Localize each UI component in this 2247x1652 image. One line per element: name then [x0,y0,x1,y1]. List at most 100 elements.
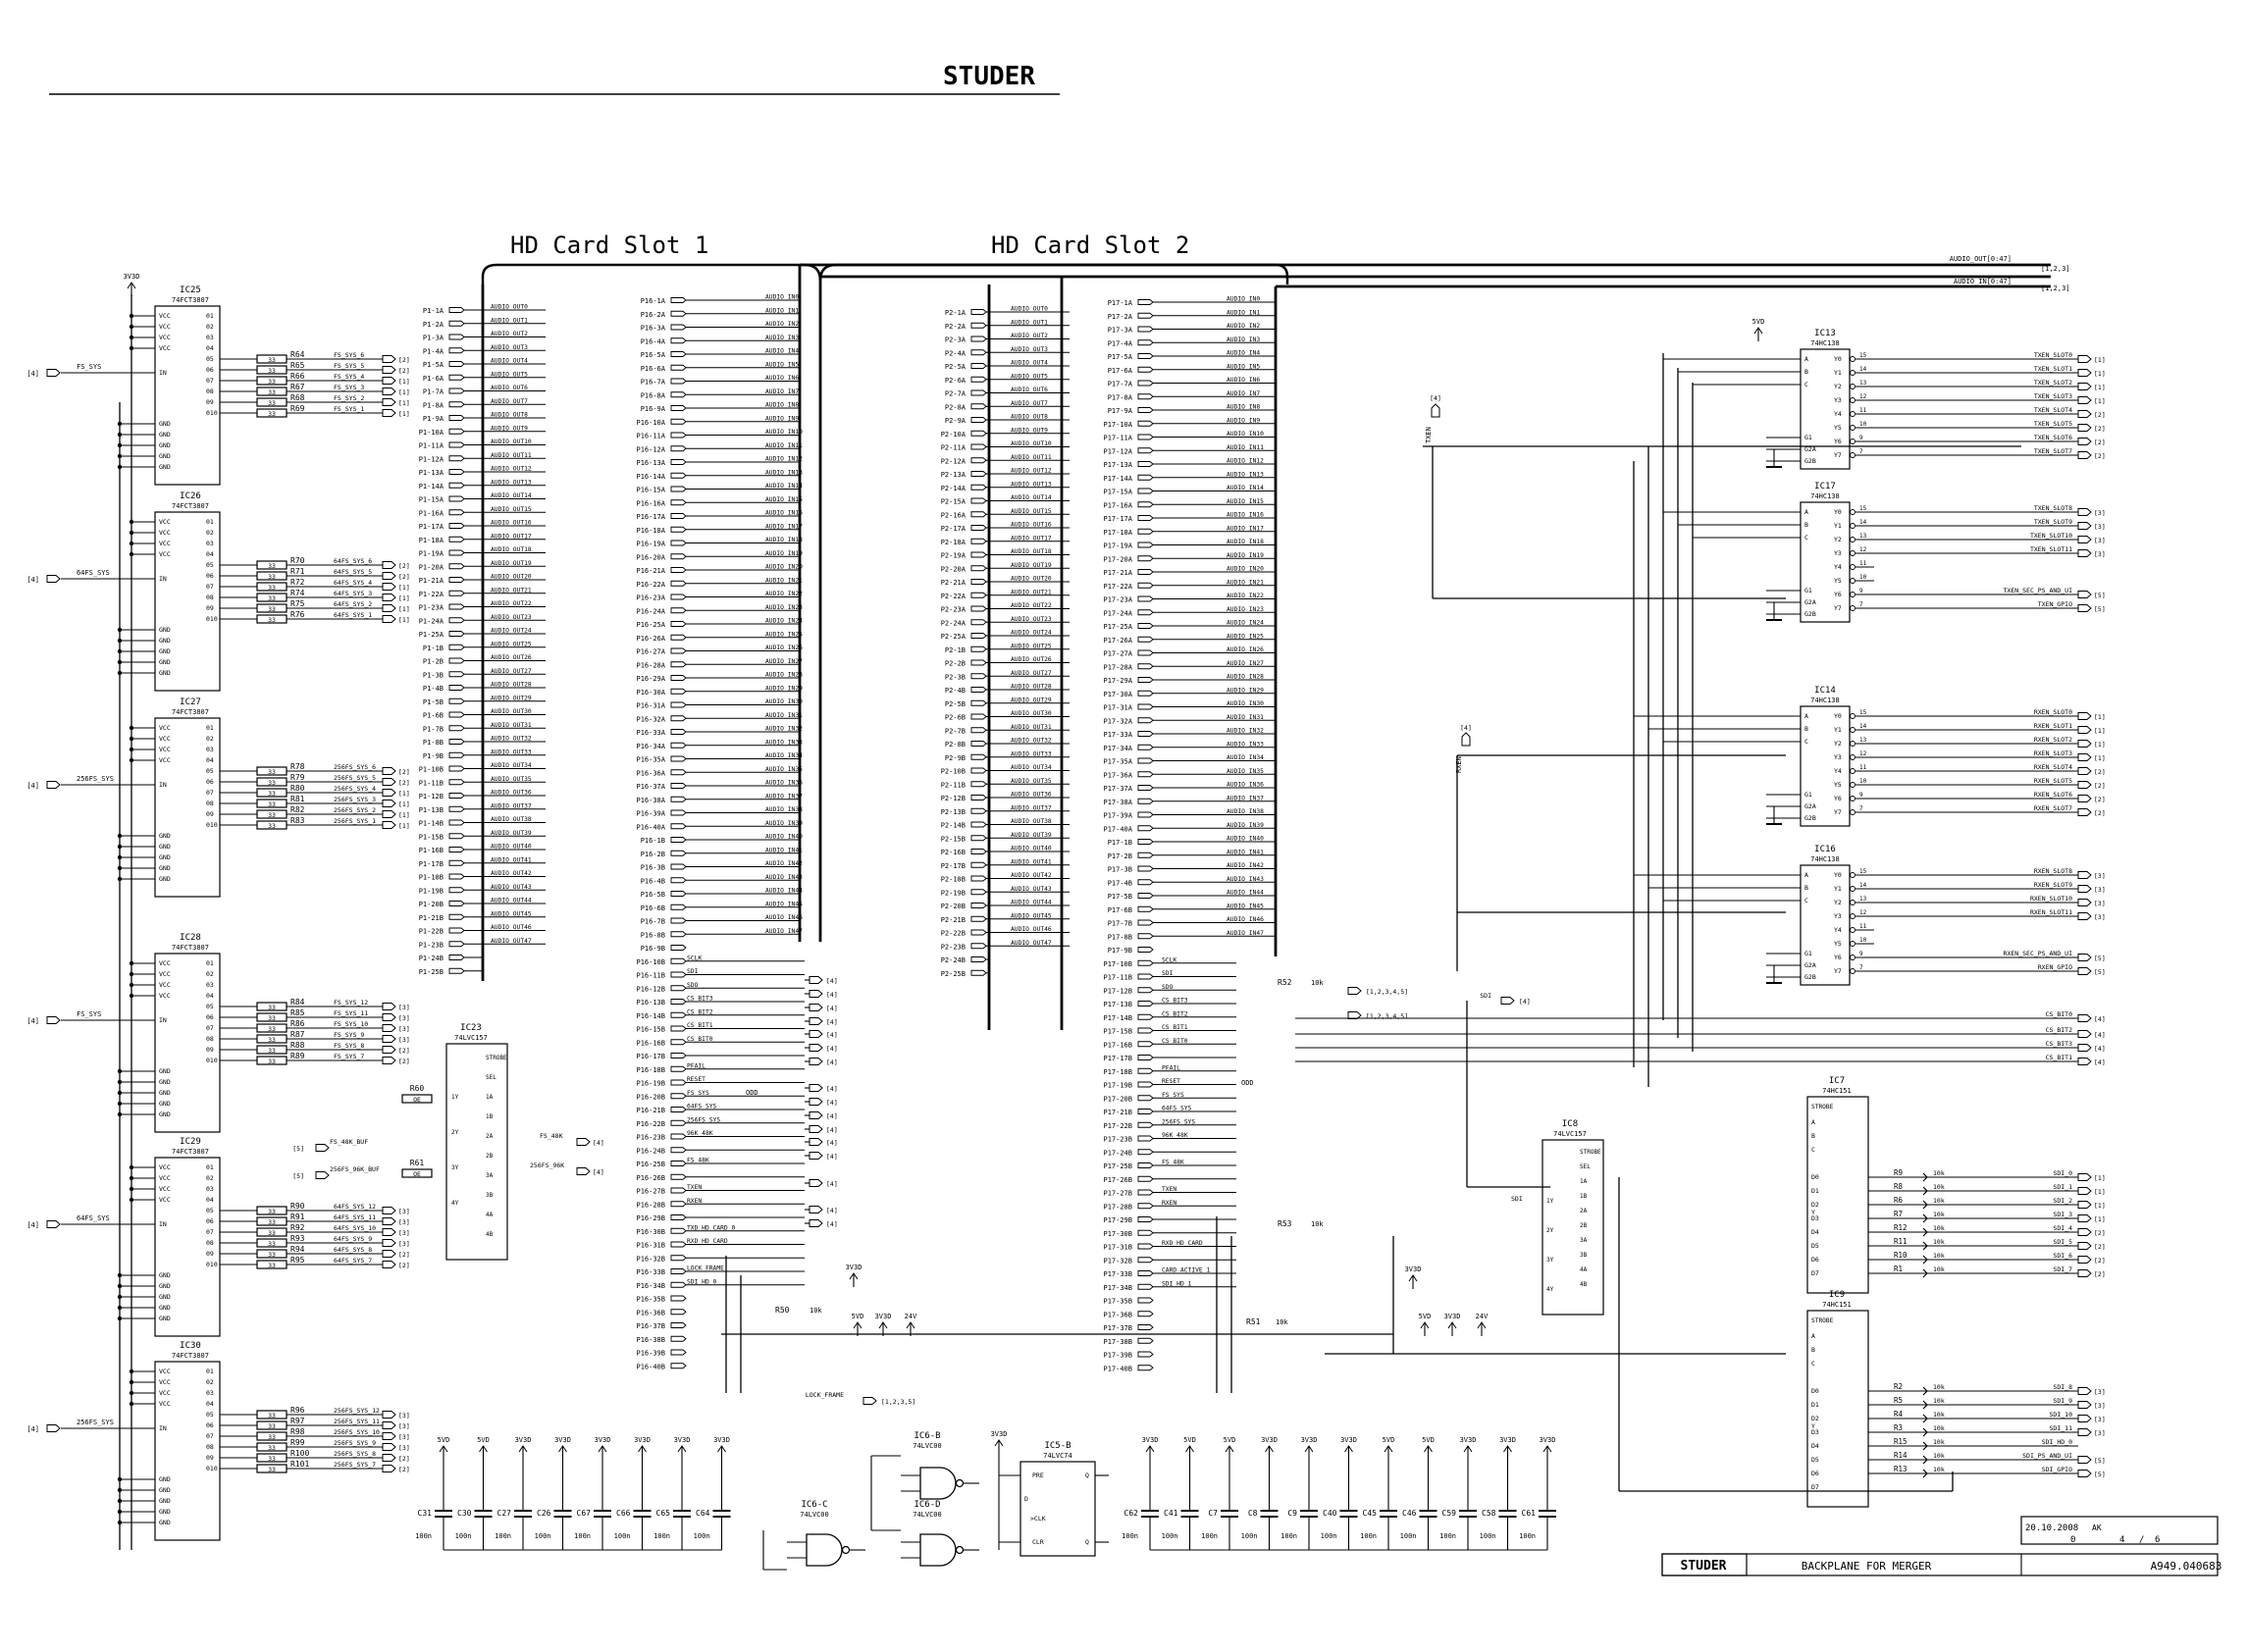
ctrl-port [809,976,823,984]
net-label: AUDIO_OUT5 [491,371,528,378]
connector-pin-shape [970,849,987,854]
resistor-refdes: R100 [290,1449,309,1458]
net-label: 256FS_SYS_6 [334,763,376,771]
resistor-refdes: R83 [290,816,305,825]
connector-pin: P17-35B [1103,1298,1132,1306]
connector-pin-shape [670,945,687,951]
output-port [2077,712,2092,720]
net-label: AUDIO_IN7 [765,388,799,395]
inversion-bubble [1850,941,1855,947]
ic-body [154,1361,221,1541]
connector-pin: P17-10B [1103,960,1132,968]
supply-arrow [1463,1445,1473,1453]
junction-dot [129,313,134,319]
supply-arrow [849,1272,859,1280]
resistor-value: 33 [268,605,276,613]
connector-pin: P1-19A [419,550,444,558]
resistor-value: 33 [268,1229,276,1237]
output-port [382,583,396,591]
connector-pin-shape [670,729,687,735]
output-port [382,800,396,807]
pin-number: 14 [1859,366,1867,373]
connector-pin-shape [448,955,465,960]
connector-pin-shape [448,765,465,772]
resistor-refdes: R78 [290,762,305,771]
pin-label: GND [159,626,171,634]
connector-pin: P2-3B [945,673,966,681]
pin-label: GND [159,1067,171,1075]
net-label: TXEN_SLOT0 [2034,351,2072,359]
net-label: AUDIO_IN16 [1227,512,1264,519]
connector-pin-shape [670,445,687,452]
net-label: AUDIO_OUT23 [491,614,532,621]
pin-label: Y3 [1834,753,1842,761]
connector-pin: P16-2A [641,311,666,319]
connector-pin: P16-21A [636,567,665,575]
pullup-resistor [1922,1386,1928,1396]
net-label: AUDIO_IN38 [765,806,803,813]
net-label: AUDIO_IN11 [1227,444,1264,451]
connector-pin: P2-4A [945,349,967,357]
connector-pin: P17-22B [1103,1122,1132,1130]
output-port [2077,1201,2092,1209]
pin-label: D7 [1811,1483,1819,1491]
net-label: FS_SYS_9 [334,1031,364,1039]
connector-pin-shape [1137,555,1154,562]
pin-label: VCC [159,1174,171,1182]
connector-pin: P16-31A [636,702,665,710]
pin-label: Y3 [1834,912,1842,920]
pullup-resistor [1922,1172,1928,1182]
connector-pin: P16-17B [636,1053,665,1060]
net-label: AUDIO_IN37 [1227,795,1264,801]
connector-pin: P16-3A [641,325,666,333]
junction-dot [129,541,134,546]
net-label: AUDIO_IN8 [765,402,799,409]
nand-gate [919,1467,957,1500]
connector-pin-shape [448,631,465,637]
supply-label: 3V3D [1540,1436,1556,1444]
connector-pin-shape [970,497,987,504]
connector-pin: P2-25A [941,633,967,641]
pin-label: D1 [1811,1187,1819,1195]
title-brand-logo: STUDER [1681,1559,1727,1574]
connector-pin: P2-15A [941,498,967,506]
net-label: AUDIO_OUT38 [491,816,532,823]
resistor-refdes: R4 [1894,1410,1904,1419]
connector-pin-shape [1137,839,1154,845]
connector-pin: P16-10A [636,419,665,427]
resistor-value: 10k [1933,1452,1945,1460]
connector-pin: P17-21B [1103,1109,1132,1116]
net-label: 256FS_96K_BUF [330,1165,380,1173]
pin-label: B [1804,521,1808,529]
connector-pin-shape [1137,1001,1154,1007]
connector-pin-shape [1137,649,1154,656]
connector-pin-shape [448,415,465,421]
connector-pin-shape [670,351,687,357]
pin-label: D4 [1811,1442,1819,1450]
connector-pin: P16-24A [636,607,665,615]
ctrl-net: SDO [687,982,699,989]
net-label: AUDIO_OUT1 [1011,319,1048,326]
slot1-title: HD Card Slot 1 [510,232,708,259]
junction-dot [117,865,123,871]
supply-arrow [1447,1321,1457,1329]
connector-pin: P17-2B [1108,852,1132,860]
connector-pin-shape [1137,1283,1154,1290]
connector-pin: P16-11A [636,433,665,440]
pin-label: 02 [206,970,214,978]
net-label: AUDIO_OUT39 [1011,832,1052,839]
connector-pin-shape [670,903,687,910]
net-label: AUDIO_IN17 [765,523,803,530]
port-ref: [4] [1430,394,1441,402]
connector-pin: P16-40A [636,823,665,831]
net-label: 256FS_SYS_11 [334,1418,380,1425]
capacitor-refdes: C9 [1287,1509,1297,1518]
inversion-bubble [1850,900,1855,905]
pin-label: C [1811,1360,1815,1368]
port-ref: [4] [826,1018,838,1026]
ctrl-net: SDI [687,968,699,975]
connector-pin-shape [670,999,687,1005]
net-label: AUDIO_OUT6 [491,385,528,391]
connector-pin-shape [970,619,987,626]
ctrl-net: CS_BIT1 [687,1022,713,1029]
